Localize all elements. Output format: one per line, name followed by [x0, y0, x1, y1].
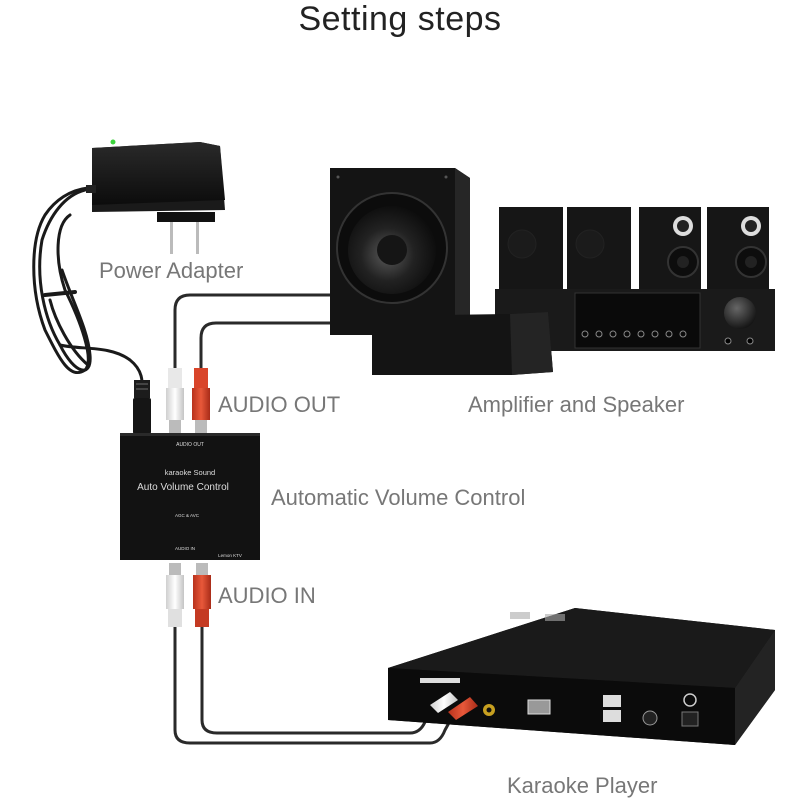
power-adapter — [86, 139, 225, 254]
device-line1: karaoke Sound — [165, 468, 215, 477]
speaker-1 — [499, 207, 563, 289]
speaker-4 — [707, 207, 769, 289]
rca-out-white — [166, 368, 184, 434]
label-audio-in: AUDIO IN — [218, 583, 316, 608]
page-title: Setting steps — [298, 0, 502, 38]
device-mode: AGC & AVC — [175, 513, 200, 518]
device-audio-in-text: AUDIO IN — [175, 546, 195, 551]
label-power-adapter: Power Adapter — [99, 258, 244, 283]
label-karaoke-player: Karaoke Player — [507, 773, 658, 798]
device-audio-out-text: AUDIO OUT — [176, 442, 204, 448]
label-audio-out: AUDIO OUT — [218, 392, 341, 417]
rca-in-red — [193, 563, 211, 627]
subwoofer — [330, 168, 470, 335]
center-speaker — [372, 312, 553, 375]
label-automatic-volume-control: Automatic Volume Control — [271, 485, 526, 510]
speaker-2 — [567, 207, 631, 289]
karaoke-player — [388, 608, 775, 745]
speaker-3 — [639, 207, 701, 289]
device-brand: Lemon KTV — [218, 553, 242, 558]
device-line2: Auto Volume Control — [137, 482, 229, 493]
rca-out-red — [192, 368, 210, 434]
auto-volume-control-device: AUDIO OUT karaoke Sound Auto Volume Cont… — [120, 433, 260, 560]
audio-in-cables — [173, 627, 457, 745]
audio-out-cables — [173, 293, 330, 370]
label-amplifier-speaker: Amplifier and Speaker — [468, 392, 685, 417]
power-cable — [32, 186, 144, 397]
dc-plug — [133, 380, 151, 434]
rca-in-white — [166, 563, 184, 627]
